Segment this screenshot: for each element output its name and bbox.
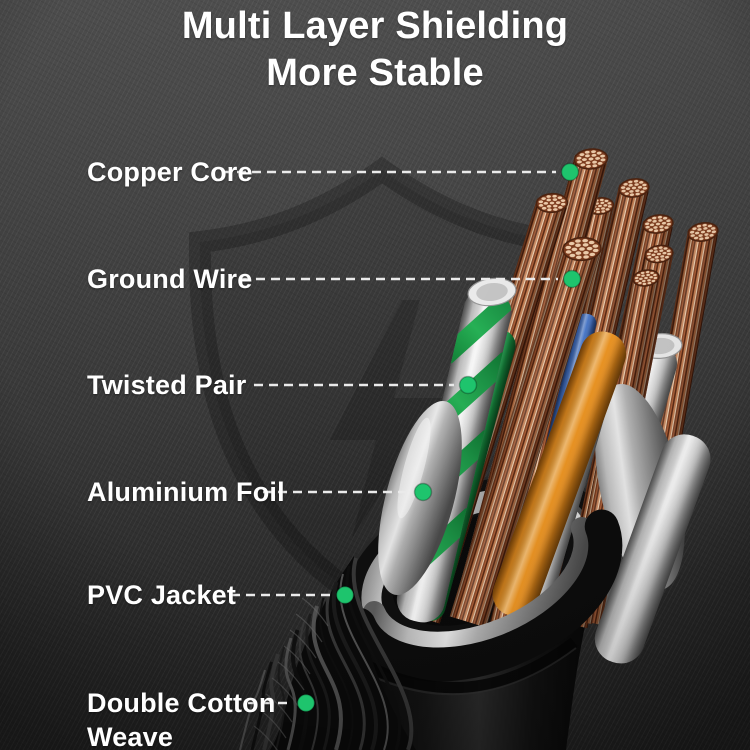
title-line-2: More Stable — [266, 52, 484, 94]
callout-label-pvc-jacket: PVC Jacket — [87, 580, 237, 610]
callout-label-aluminium-foil: Aluminium Foil — [87, 477, 285, 507]
title-line-1: Multi Layer Shielding — [181, 5, 569, 47]
page-title: Multi Layer Shielding More Stable — [0, 3, 750, 97]
callout-dot-aluminium-foil — [413, 482, 433, 502]
callout-dot-double-cotton-weave — [296, 693, 316, 713]
callout-dot-copper-core — [560, 162, 580, 182]
callout-label-ground-wire: Ground Wire — [87, 264, 253, 294]
callout-label-twisted-pair: Twisted Pair — [87, 370, 247, 400]
callout-label-double-cotton-weave: Double Cotton Weave — [87, 688, 276, 750]
callout-dot-ground-wire — [562, 269, 582, 289]
callout-dot-pvc-jacket — [335, 585, 355, 605]
callout-label-copper-core: Copper Core — [87, 157, 253, 187]
callout-dot-twisted-pair — [458, 375, 478, 395]
callout-overlay — [222, 162, 582, 713]
